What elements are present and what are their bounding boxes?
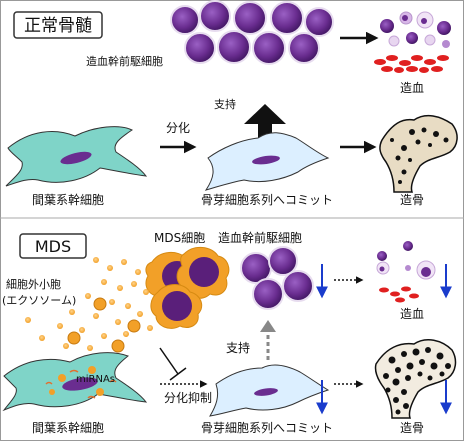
support-arrowhead-weak	[260, 320, 276, 332]
label-exosome-sub: (エクソソーム)	[2, 294, 76, 307]
osteoblast-cell-mds	[209, 364, 330, 417]
label-osteo-mds: 骨芽細胞系列へコミット	[201, 421, 333, 435]
label-blood-mds: 造血	[400, 307, 424, 321]
label-hsc-mds: 造血幹前駆細胞	[218, 230, 302, 245]
label-osteo: 骨芽細胞系列へコミット	[201, 193, 333, 207]
hsc-cluster-mds	[240, 246, 314, 310]
label-support-mds: 支持	[226, 340, 250, 355]
label-msc-mds: 間葉系幹細胞	[32, 420, 104, 435]
label-bone: 造骨	[400, 193, 424, 207]
label-blood: 造血	[400, 81, 424, 95]
panel-normal-bone-marrow: 正常骨髄 造血幹前駆細胞	[5, 0, 458, 207]
inhibition-line	[159, 347, 179, 375]
label-inhibition: 分化抑制	[164, 390, 212, 405]
blood-cells-icon	[374, 11, 451, 73]
exosome-particles	[25, 257, 153, 353]
label-hsc: 造血幹前駆細胞	[86, 54, 163, 68]
msc-cell-mds	[2, 352, 148, 412]
label-mds-cell: MDS細胞	[154, 231, 205, 245]
label-differentiation: 分化	[166, 121, 190, 135]
bone-icon	[379, 114, 458, 193]
panel-label-box	[13, 11, 103, 39]
msc-cell	[5, 126, 148, 187]
inhibition-bar	[169, 367, 187, 381]
panel-mds: MDS MDS細胞 造血幹前駆細胞	[2, 230, 457, 435]
bone-weakened-icon	[374, 338, 457, 419]
mds-cells	[145, 247, 230, 329]
support-up-arrow	[244, 104, 286, 146]
panel-label-box	[19, 233, 87, 259]
blood-cells-reduced-icon	[376, 241, 436, 303]
panel-label-mds: MDS	[35, 237, 71, 256]
label-exosome: 細胞外小胞	[6, 278, 61, 291]
label-msc: 間葉系幹細胞	[32, 192, 104, 207]
label-support: 支持	[214, 97, 236, 111]
hsc-cluster	[170, 0, 334, 65]
label-mirna: miRNAs	[76, 374, 115, 385]
panel-label-normal: 正常骨髄	[24, 16, 92, 36]
osteoblast-cell	[204, 132, 330, 191]
label-bone-mds: 造骨	[400, 421, 424, 435]
